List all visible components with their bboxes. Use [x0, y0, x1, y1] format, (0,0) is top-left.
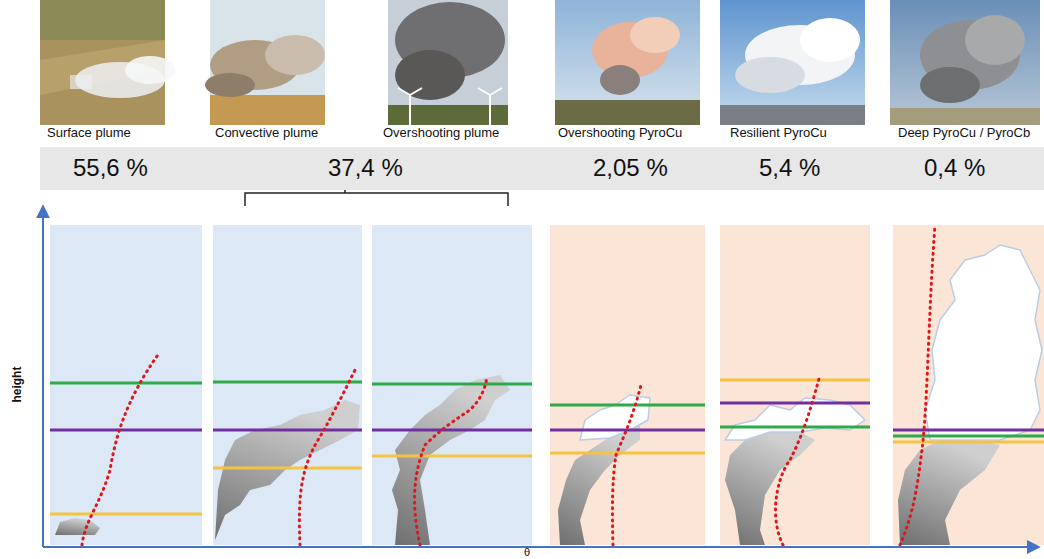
category-name: Overshooting plume: [383, 126, 499, 140]
category-name: Deep PyroCu / PyroCb: [898, 126, 1030, 140]
percentage: 5,4 %: [759, 155, 820, 181]
photo-overshooting-plume: [388, 0, 508, 125]
photo-surface: [40, 0, 175, 125]
photo-resilient-pyrocu: [720, 0, 865, 125]
axis-label: θ: [524, 546, 530, 558]
share-band: 55,6 % 37,4 % 2,05 % 5,4 % 0,4 %: [40, 147, 1044, 190]
photo-deep-pyrocb: [890, 0, 1040, 125]
level-lines: [50, 380, 1044, 514]
percentage: 55,6 %: [73, 155, 148, 181]
category-name: Resilient PyroCu: [730, 126, 827, 140]
percentage: 2,05 %: [593, 155, 668, 181]
percentage: 0,4 %: [924, 155, 985, 181]
photo-overshooting-pyrocu: [555, 0, 700, 125]
axis-label: height: [11, 367, 24, 403]
photo-convective: [205, 0, 325, 125]
x-axis: [43, 546, 1038, 548]
category-name: Surface plume: [47, 126, 131, 140]
theta-profiles: [82, 225, 935, 545]
panels: [50, 225, 1044, 545]
category-name: Convective plume: [215, 126, 318, 140]
category-name: Overshooting PyroCu: [558, 126, 682, 140]
y-axis: [42, 207, 44, 547]
percentage: 37,4 %: [328, 155, 403, 181]
plumes: [55, 245, 1042, 545]
